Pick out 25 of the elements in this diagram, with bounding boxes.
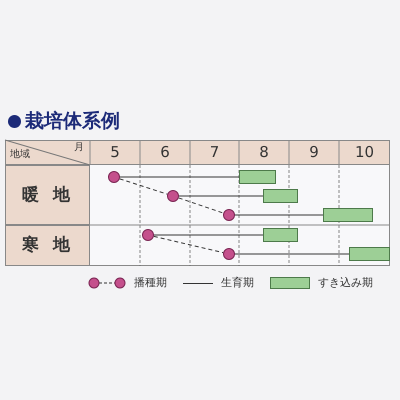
corner-label: 月	[74, 143, 84, 153]
region-label: 寒地	[22, 237, 84, 254]
legend-label: 播種期	[134, 275, 167, 291]
month-label: 5	[109, 145, 121, 160]
month-label: 7	[208, 145, 220, 160]
growth-line	[234, 214, 324, 216]
dashed-connector	[178, 197, 224, 214]
corner-label: 地域	[10, 150, 30, 160]
plowing-bar	[263, 189, 298, 203]
dashed-connector	[119, 178, 168, 195]
title: 栽培体系例	[25, 112, 120, 131]
legend-label: 生育期	[221, 275, 254, 291]
month-label: 10	[354, 145, 376, 160]
month-label: 6	[159, 145, 171, 160]
growth-line	[120, 176, 240, 178]
plowing-bar	[263, 228, 298, 242]
plowing-bar	[239, 170, 276, 184]
plowing-bar	[349, 247, 390, 261]
month-label: 9	[308, 145, 320, 160]
legend-label: すき込み期	[318, 275, 373, 291]
growth-line	[154, 234, 264, 236]
plowing-bar	[323, 208, 373, 222]
region-label: 暖地	[22, 187, 84, 204]
month-label: 8	[258, 145, 270, 160]
dashed-connector	[153, 236, 224, 254]
